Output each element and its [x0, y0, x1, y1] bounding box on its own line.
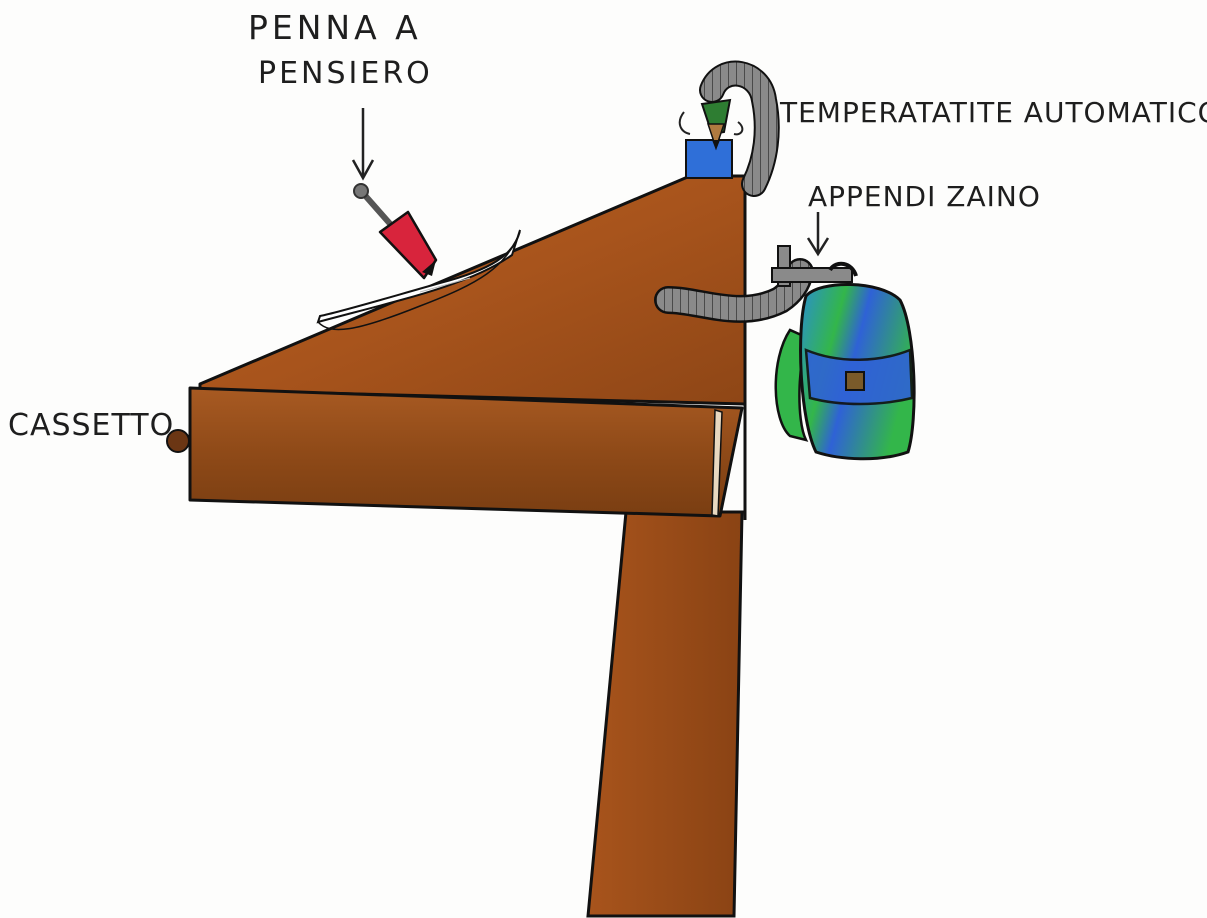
desk-leg: [588, 512, 742, 916]
pen-icon[interactable]: [354, 184, 436, 278]
backpack-hook-label: Appendi zaino: [808, 180, 1041, 213]
arrow-down-icon: [353, 108, 373, 178]
drawer-label: Cassetto: [8, 408, 174, 443]
pen-label-line1: Penna a: [248, 8, 422, 47]
pencil-sharpener-icon[interactable]: [686, 140, 732, 178]
drawer: [190, 388, 742, 516]
pen-label-line2: Pensiero: [258, 56, 433, 91]
arrow-down-icon-hook: [808, 212, 828, 254]
sharpener-label: Temperatatite Automatico: [780, 96, 1207, 129]
